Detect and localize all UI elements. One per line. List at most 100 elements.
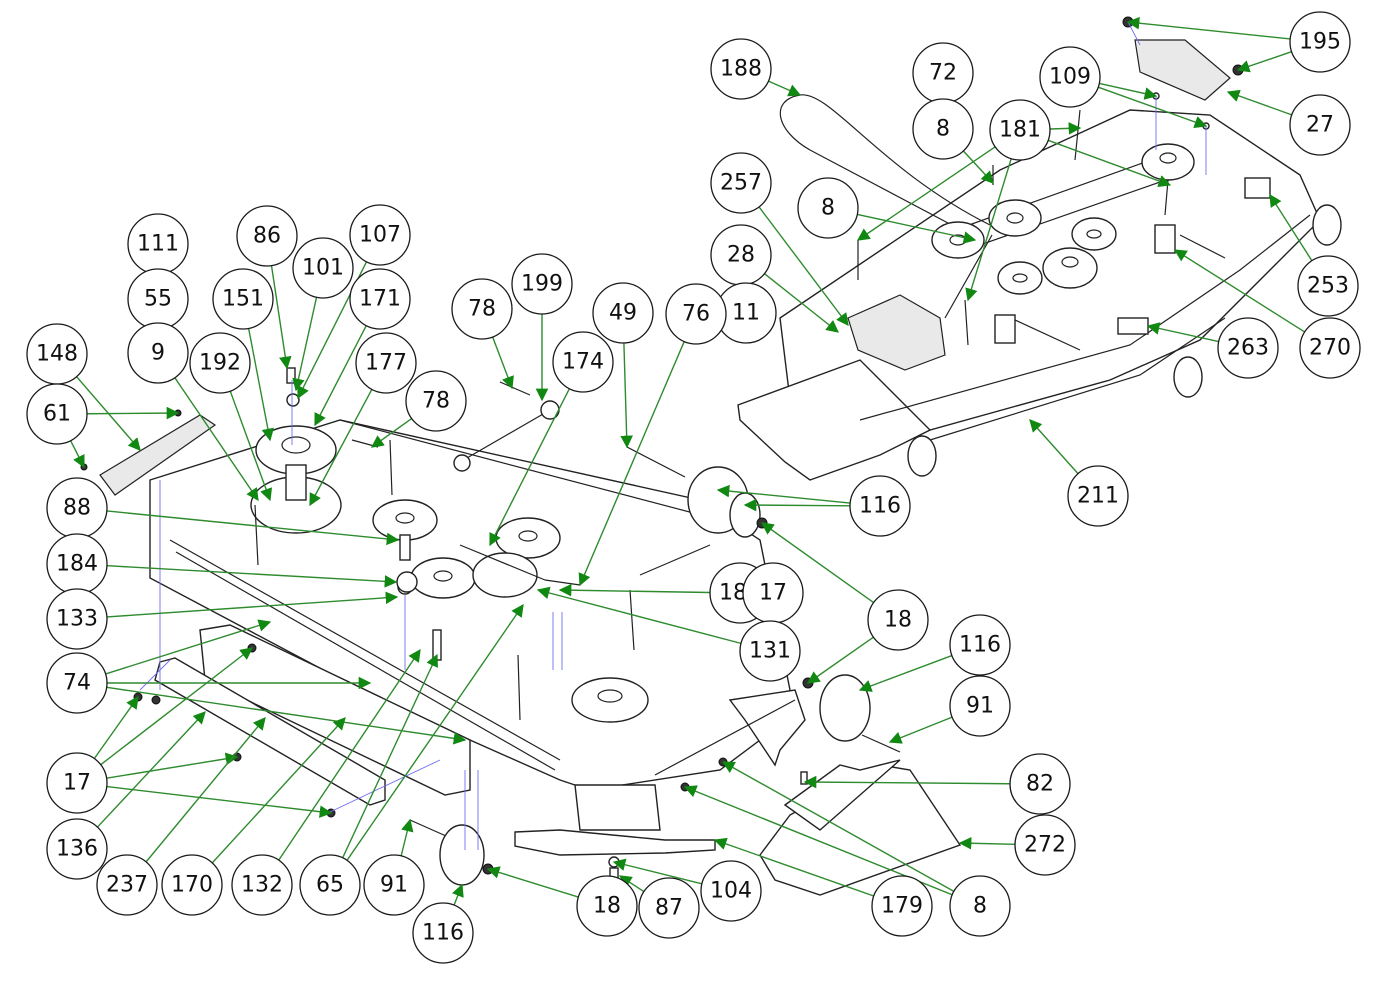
callout-label: 76	[682, 302, 710, 327]
callout-174[interactable]: 174	[552, 331, 614, 393]
callout-104[interactable]: 104	[700, 860, 762, 922]
callout-87[interactable]: 87	[638, 877, 700, 939]
leader-line-17	[93, 695, 139, 759]
leader-line-181	[1047, 139, 1172, 188]
callout-8[interactable]: 8	[912, 98, 974, 160]
leader-line-270	[1173, 249, 1306, 333]
callout-55[interactable]: 55	[127, 268, 189, 330]
callout-11[interactable]: 11	[715, 282, 777, 344]
callout-199[interactable]: 199	[511, 253, 573, 315]
callout-circle	[1014, 814, 1076, 876]
callout-211[interactable]: 211	[1067, 465, 1129, 527]
callout-circle	[1299, 317, 1361, 379]
callout-188[interactable]: 188	[710, 38, 772, 100]
callout-label: 116	[422, 921, 464, 946]
callout-8[interactable]: 8	[949, 875, 1011, 937]
callout-27[interactable]: 27	[1289, 94, 1351, 156]
callout-18[interactable]: 18	[576, 875, 638, 937]
callout-circle	[912, 98, 974, 160]
callout-82[interactable]: 82	[1009, 753, 1071, 815]
callout-148[interactable]: 148	[26, 323, 88, 385]
callout-181[interactable]: 181	[989, 99, 1051, 161]
leader-line-192	[229, 390, 273, 502]
spindle-assembly-left	[250, 425, 342, 534]
skid-strip	[154, 657, 386, 806]
deck-plate	[149, 419, 791, 791]
callout-116[interactable]: 116	[949, 614, 1011, 676]
callout-74[interactable]: 74	[46, 652, 108, 714]
callout-65[interactable]: 65	[299, 854, 361, 916]
callout-72[interactable]: 72	[912, 42, 974, 104]
callout-label: 55	[144, 287, 172, 312]
callout-label: 170	[171, 873, 213, 898]
callout-107[interactable]: 107	[349, 204, 411, 266]
callout-151[interactable]: 151	[212, 268, 274, 330]
callout-circle	[363, 854, 425, 916]
callout-circle	[710, 38, 772, 100]
callout-91[interactable]: 91	[363, 854, 425, 916]
idler-arm-rear	[389, 439, 393, 496]
leader-line-17	[106, 785, 333, 818]
callout-88[interactable]: 88	[46, 477, 108, 539]
callout-133[interactable]: 133	[46, 588, 108, 650]
leader-line-116	[716, 484, 851, 504]
callout-78[interactable]: 78	[405, 370, 467, 432]
leader-line-151	[247, 328, 275, 442]
idler-arm-left	[254, 504, 259, 566]
callout-label: 88	[63, 496, 91, 521]
callout-177[interactable]: 177	[355, 332, 417, 394]
callout-circle	[638, 877, 700, 939]
deck-front-skirt	[737, 359, 932, 481]
callout-101[interactable]: 101	[292, 237, 354, 299]
callout-131[interactable]: 131	[739, 620, 801, 682]
callout-label: 116	[859, 494, 901, 519]
callout-86[interactable]: 86	[236, 205, 298, 267]
callout-257[interactable]: 257	[710, 152, 772, 214]
callout-192[interactable]: 192	[189, 332, 251, 394]
callout-78[interactable]: 78	[451, 278, 513, 340]
callout-28[interactable]: 28	[710, 224, 772, 286]
callout-263[interactable]: 263	[1217, 317, 1279, 379]
callout-136[interactable]: 136	[46, 818, 108, 880]
callout-170[interactable]: 170	[161, 854, 223, 916]
callout-18[interactable]: 18	[867, 589, 929, 651]
callout-circle	[1217, 317, 1279, 379]
callout-49[interactable]: 49	[592, 282, 654, 344]
callout-9[interactable]: 9	[127, 322, 189, 384]
callout-272[interactable]: 272	[1014, 814, 1076, 876]
callout-253[interactable]: 253	[1297, 255, 1359, 317]
callout-label: 61	[43, 402, 71, 427]
callout-111[interactable]: 111	[127, 213, 189, 275]
callout-116[interactable]: 116	[849, 475, 911, 537]
leader-line-181	[856, 146, 996, 241]
leader-line-28	[764, 273, 839, 333]
callout-132[interactable]: 132	[231, 854, 293, 916]
callout-8[interactable]: 8	[797, 177, 859, 239]
callout-179[interactable]: 179	[871, 875, 933, 937]
idler-arm	[964, 299, 969, 346]
callout-label: 270	[1309, 336, 1351, 361]
deck-wheel	[1312, 204, 1342, 246]
callout-195[interactable]: 195	[1289, 11, 1351, 73]
callout-17[interactable]: 17	[742, 562, 804, 624]
callout-171[interactable]: 171	[349, 268, 411, 330]
callout-116[interactable]: 116	[412, 902, 474, 964]
callout-label: 17	[63, 771, 91, 796]
callout-237[interactable]: 237	[96, 854, 158, 916]
callout-91[interactable]: 91	[949, 675, 1011, 737]
callout-109[interactable]: 109	[1039, 46, 1101, 108]
callout-circle	[189, 332, 251, 394]
leader-line-109	[1099, 82, 1158, 100]
leader-line-61	[69, 440, 85, 469]
callout-label: 181	[999, 118, 1041, 143]
callout-61[interactable]: 61	[26, 383, 88, 445]
callout-17[interactable]: 17	[46, 752, 108, 814]
callout-270[interactable]: 270	[1299, 317, 1361, 379]
bolt-88	[399, 534, 411, 561]
callout-label: 8	[973, 894, 987, 919]
callout-76[interactable]: 76	[665, 283, 727, 345]
callout-circle	[1297, 255, 1359, 317]
callout-184[interactable]: 184	[46, 533, 108, 595]
callout-circle	[46, 588, 108, 650]
